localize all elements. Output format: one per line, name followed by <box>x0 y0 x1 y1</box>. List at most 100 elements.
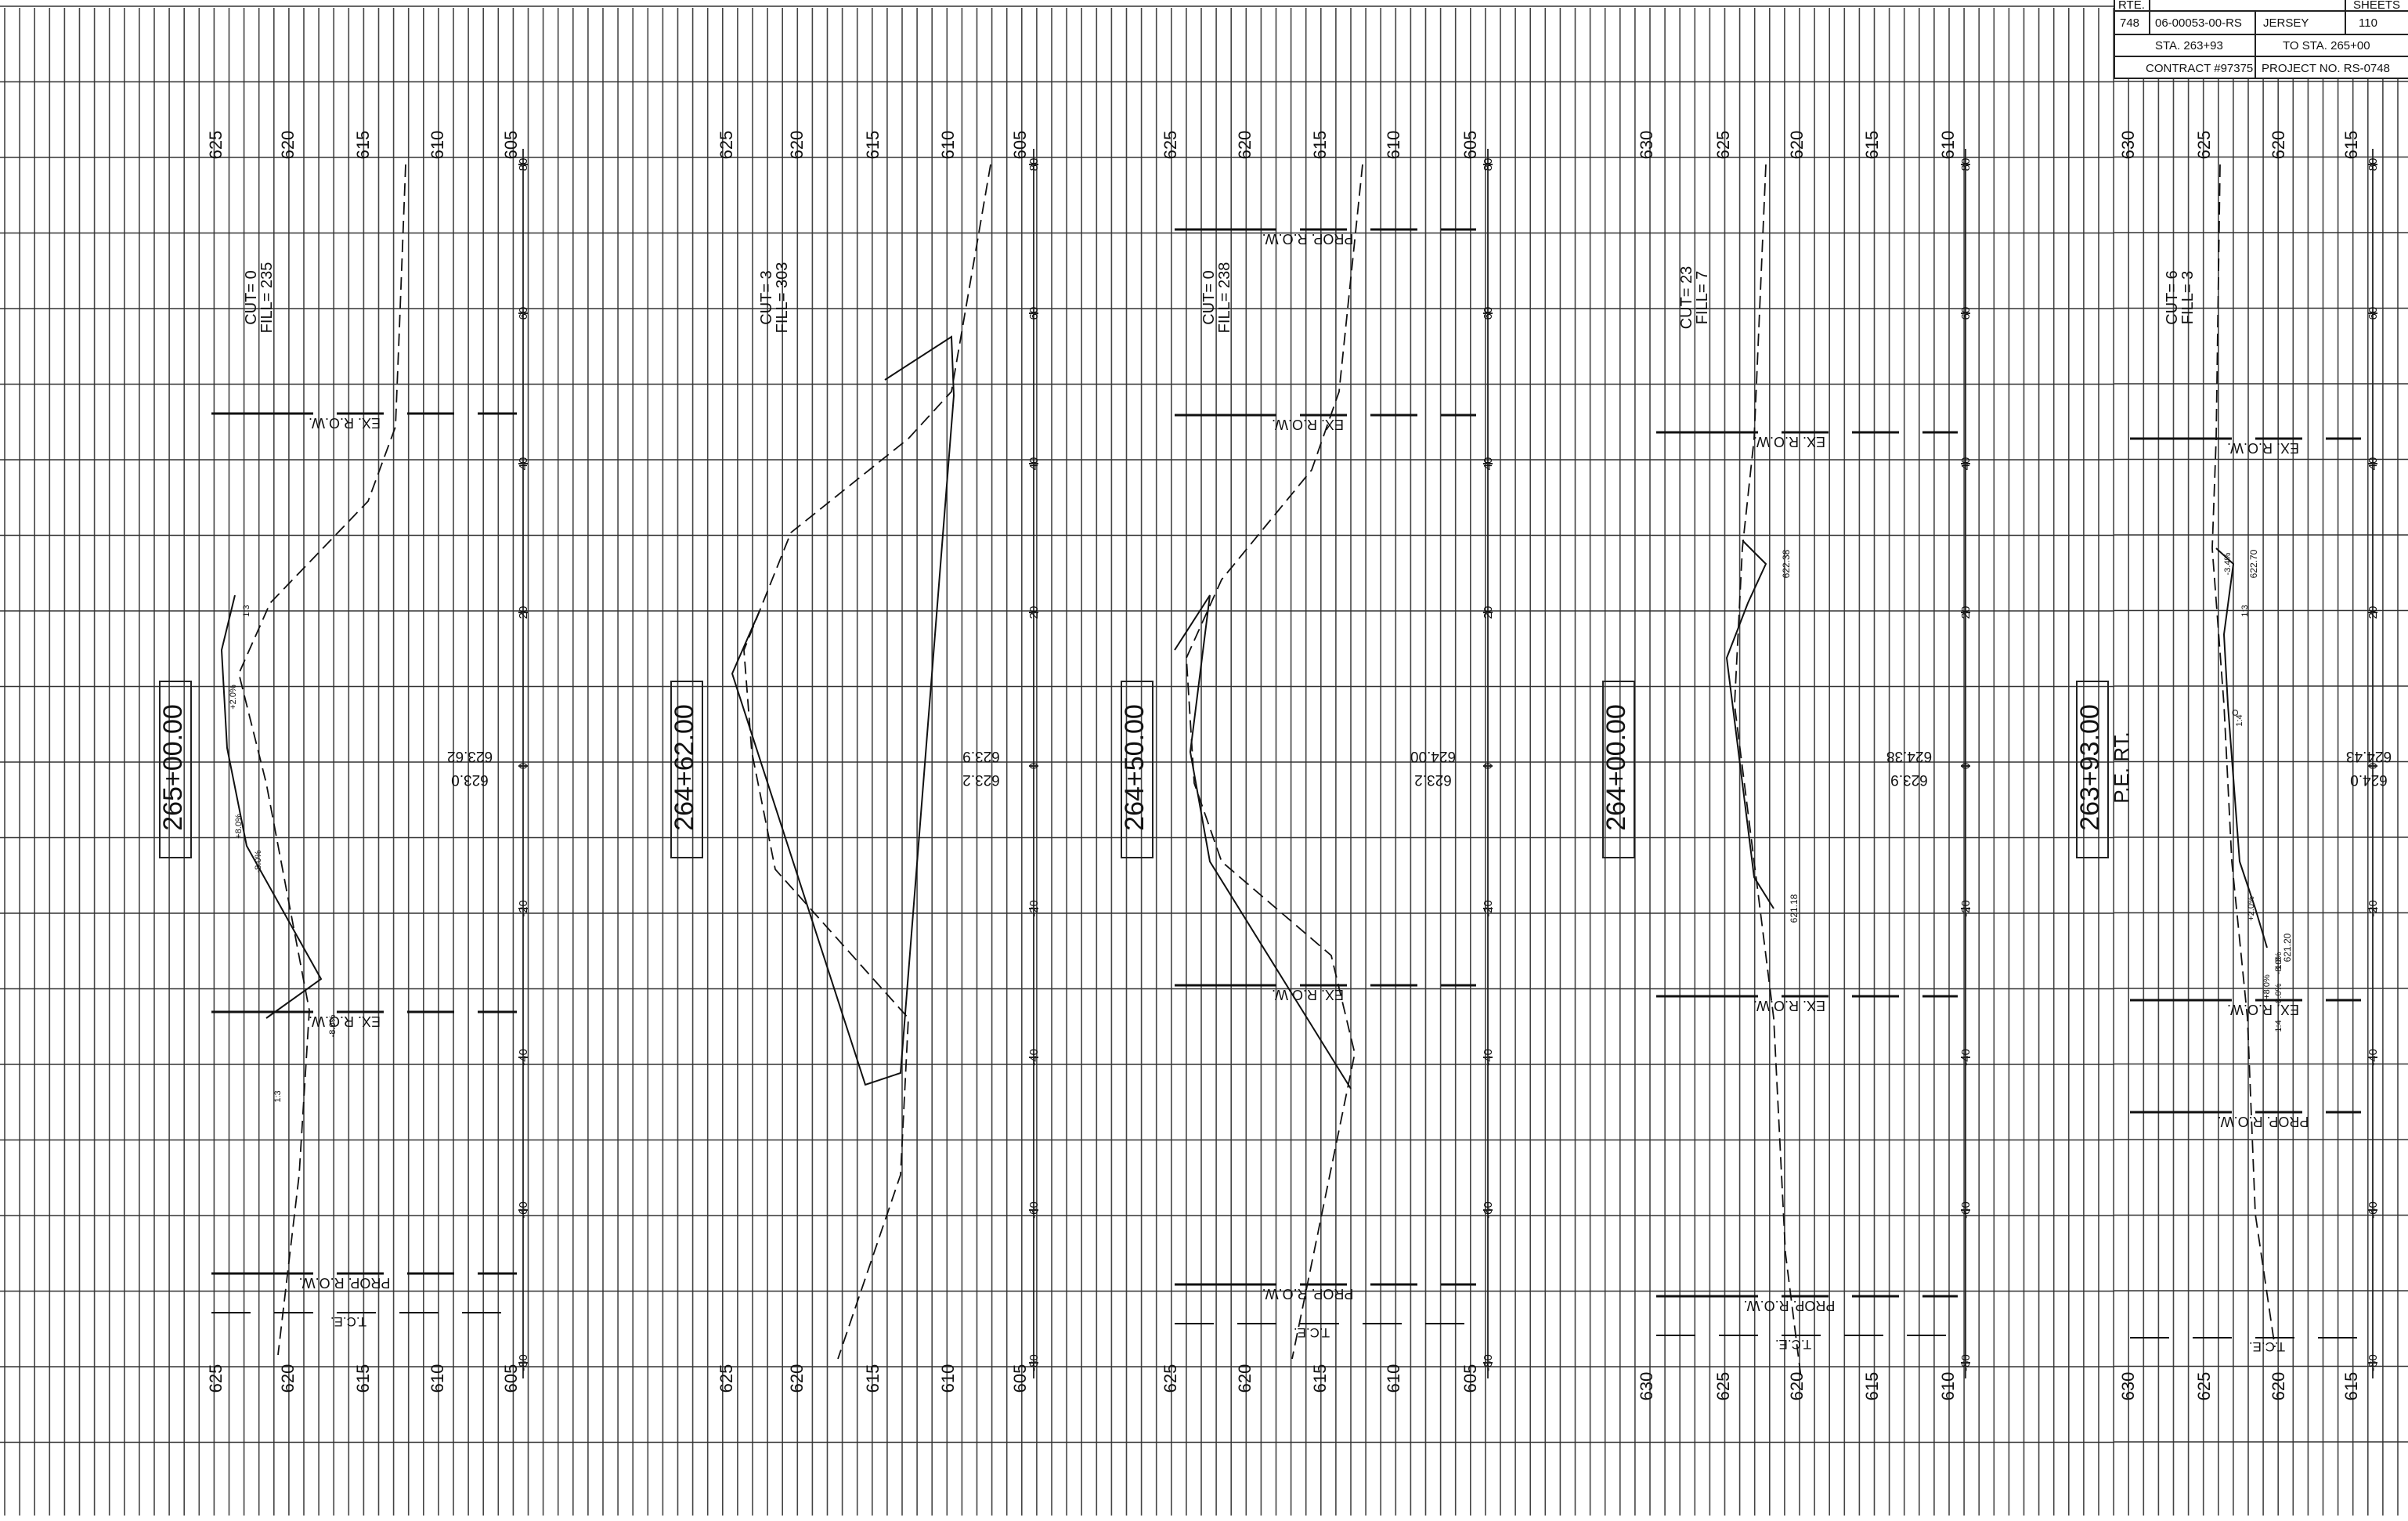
top-elevation-label: 625 <box>717 131 736 160</box>
tce-label: T.C.E. <box>1775 1337 1811 1352</box>
station-note: P.E. RT. <box>2110 732 2133 804</box>
top-elevation-label: 625 <box>206 131 226 160</box>
station-label: 264+00.00 <box>1601 704 1631 831</box>
bottom-elevation-label: 630 <box>2118 1372 2138 1401</box>
bottom-elevation-label: 630 <box>1637 1372 1656 1401</box>
fill-label: FILL= 303 <box>774 262 791 334</box>
proposed-section-line <box>220 594 323 1019</box>
proposed-section-line <box>1725 540 1774 909</box>
grade-label: +8.0% <box>2262 974 2272 999</box>
title-total-sheets: 110 <box>2359 16 2377 30</box>
grade-label: -8.0% <box>254 850 263 872</box>
cut-label: CUT= 23 <box>1678 266 1695 330</box>
top-elevation-label: 615 <box>1310 131 1330 160</box>
grade-label: +8.0% <box>234 814 244 839</box>
bottom-elevation-label: 615 <box>863 1364 883 1393</box>
centerline-elevation: 624.0 <box>2350 771 2388 788</box>
grade-label: -8.0% <box>328 1014 338 1037</box>
title-rte-header: RTE. <box>2118 0 2145 12</box>
bottom-elevation-label: 615 <box>1310 1364 1330 1393</box>
tce-label: T.C.E. <box>330 1314 366 1329</box>
row-label: PROP. R.O.W. <box>1262 231 1354 247</box>
row-label: PROP. R.O.W. <box>1262 1286 1354 1302</box>
side-elevation-label: 622.38 <box>1781 549 1792 578</box>
row-label: EX. R.O.W. <box>2227 440 2299 456</box>
top-elevation-label: 630 <box>2118 131 2138 160</box>
station-box <box>1121 681 1153 858</box>
existing-ground-line <box>1734 164 1802 1379</box>
existing-ground-line <box>743 164 991 1360</box>
bottom-elevation-label: 620 <box>2269 1372 2288 1401</box>
bottom-elevation-label: 610 <box>428 1364 447 1393</box>
grade-label: 1:3 <box>273 1090 283 1102</box>
bottom-elevation-label: 620 <box>278 1364 298 1393</box>
title-sheets-header: SHEETS <box>2353 0 2400 12</box>
row-label: EX. R.O.W. <box>1272 987 1344 1003</box>
existing-ground-line <box>1186 164 1363 1360</box>
top-elevation-label: 630 <box>1637 131 1656 160</box>
top-elevation-label: 625 <box>1713 131 1733 160</box>
centerline-elevation: 623.9 <box>962 748 1000 764</box>
fill-label: FILL= 235 <box>258 262 276 334</box>
existing-ground-line <box>2211 164 2276 1348</box>
top-elevation-label: 620 <box>1235 131 1255 160</box>
top-elevation-label: 610 <box>428 131 447 160</box>
grade-label: O <box>2231 709 2240 716</box>
grade-label: +2.0% <box>2247 896 2256 921</box>
row-label: EX. R.O.W. <box>1753 434 1825 450</box>
title-project-no: PROJECT NO. RS-0748 <box>2262 62 2390 75</box>
proposed-section-line <box>1174 594 1352 1089</box>
top-elevation-label: 615 <box>863 131 883 160</box>
grade-label: 1:3 <box>2240 605 2250 616</box>
grade-label: -8.0% <box>2274 983 2283 1006</box>
fill-label: FILL= 3 <box>2179 271 2197 324</box>
proposed-section-line <box>731 335 955 1086</box>
centerline-elevation: 624.43 <box>2346 748 2392 764</box>
row-label: EX. R.O.W. <box>1272 417 1344 432</box>
side-elevation-label: 621.18 <box>1789 894 1800 923</box>
centerline-elevation: 623.0 <box>451 771 489 788</box>
top-elevation-label: 620 <box>1787 131 1807 160</box>
top-elevation-label: 610 <box>1938 131 1958 160</box>
title-county: JERSEY <box>2263 16 2309 30</box>
station-box <box>1602 681 1635 858</box>
top-elevation-label: 625 <box>2194 131 2214 160</box>
top-elevation-label: 620 <box>2269 131 2288 160</box>
centerline-elevation: 624.00 <box>1410 748 1456 764</box>
title-route: 748 <box>2120 16 2139 30</box>
cut-label: CUT= 6 <box>2164 270 2181 324</box>
bottom-elevation-label: 620 <box>1235 1364 1255 1393</box>
row-label: PROP. R.O.W. <box>1744 1298 1836 1313</box>
centerline-elevation: 624.38 <box>1886 748 1932 764</box>
station-label: 264+62.00 <box>670 704 699 831</box>
row-label: PROP. R.O.W. <box>2218 1114 2309 1129</box>
cut-label: CUT= 0 <box>1200 270 1218 324</box>
grade-label: +2.0% <box>229 685 238 710</box>
bottom-elevation-label: 615 <box>353 1364 373 1393</box>
top-elevation-label: 605 <box>501 131 521 160</box>
graph-paper-grid <box>0 5 2408 1516</box>
row-label: EX. R.O.W. <box>1753 998 1825 1013</box>
top-elevation-label: 615 <box>2341 131 2361 160</box>
grade-label: 1:3 <box>242 605 251 616</box>
bottom-elevation-label: 625 <box>1161 1364 1180 1393</box>
bottom-elevation-label: 605 <box>1010 1364 1030 1393</box>
bottom-elevation-label: 615 <box>2341 1372 2361 1401</box>
station-label: 264+50.00 <box>1120 704 1150 831</box>
bottom-elevation-label: 625 <box>2194 1372 2214 1401</box>
grade-label: 1:3 <box>2274 957 2283 969</box>
title-job-number: 06-00053-00-RS <box>2155 16 2242 30</box>
station-label: 265+00.00 <box>158 704 188 831</box>
centerline-elevation: 623.2 <box>1414 771 1452 788</box>
top-elevation-label: 610 <box>1384 131 1403 160</box>
tce-label: T.C.E. <box>1294 1325 1330 1340</box>
top-elevation-label: 615 <box>353 131 373 160</box>
row-label: EX. R.O.W. <box>309 1013 381 1029</box>
